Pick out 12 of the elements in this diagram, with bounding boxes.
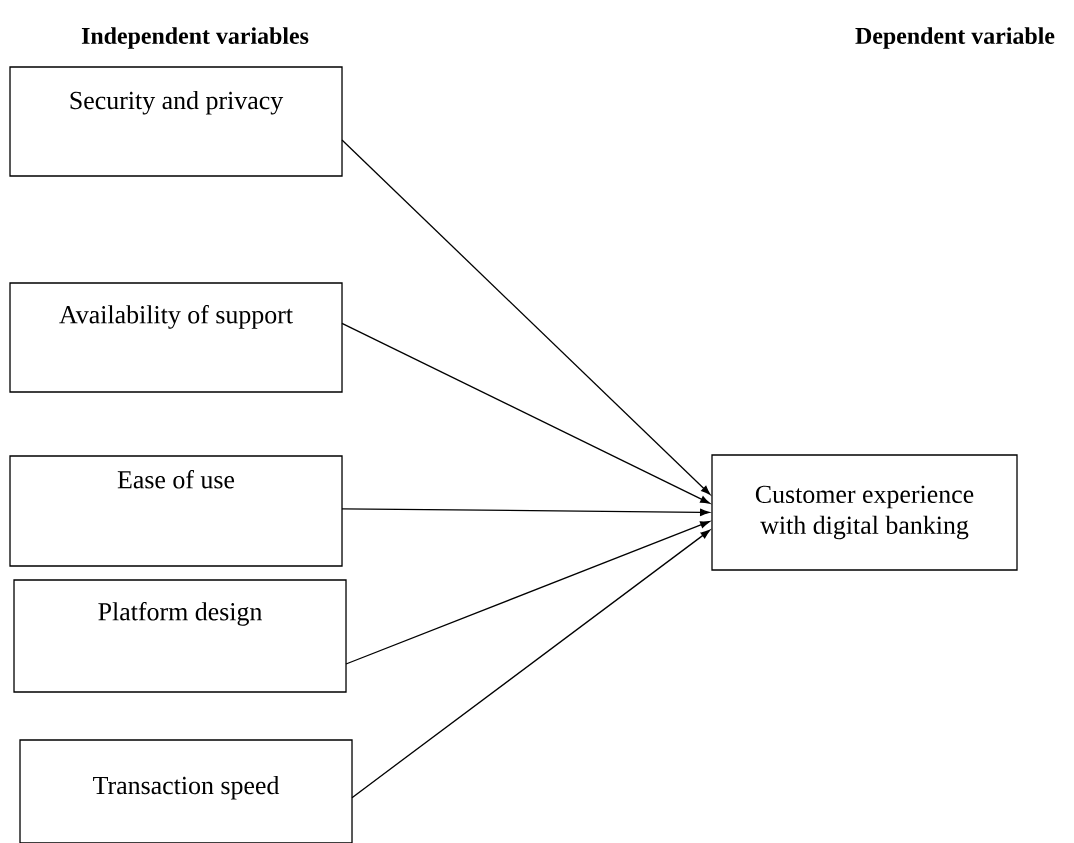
- arrow: [345, 521, 710, 665]
- arrow: [351, 529, 711, 799]
- variable-box: Customer experience with digital banking: [711, 454, 1018, 571]
- arrow: [341, 508, 710, 516]
- variable-box: Security and privacy: [9, 66, 343, 177]
- column-heading: Dependent variable: [855, 27, 1055, 49]
- variable-box: Transaction speed: [19, 739, 353, 843]
- variable-box: Platform design: [13, 579, 347, 693]
- arrow: [341, 139, 711, 495]
- variable-box: Ease of use: [9, 455, 343, 567]
- variable-box: Availability of support: [9, 282, 343, 393]
- arrow: [341, 322, 710, 504]
